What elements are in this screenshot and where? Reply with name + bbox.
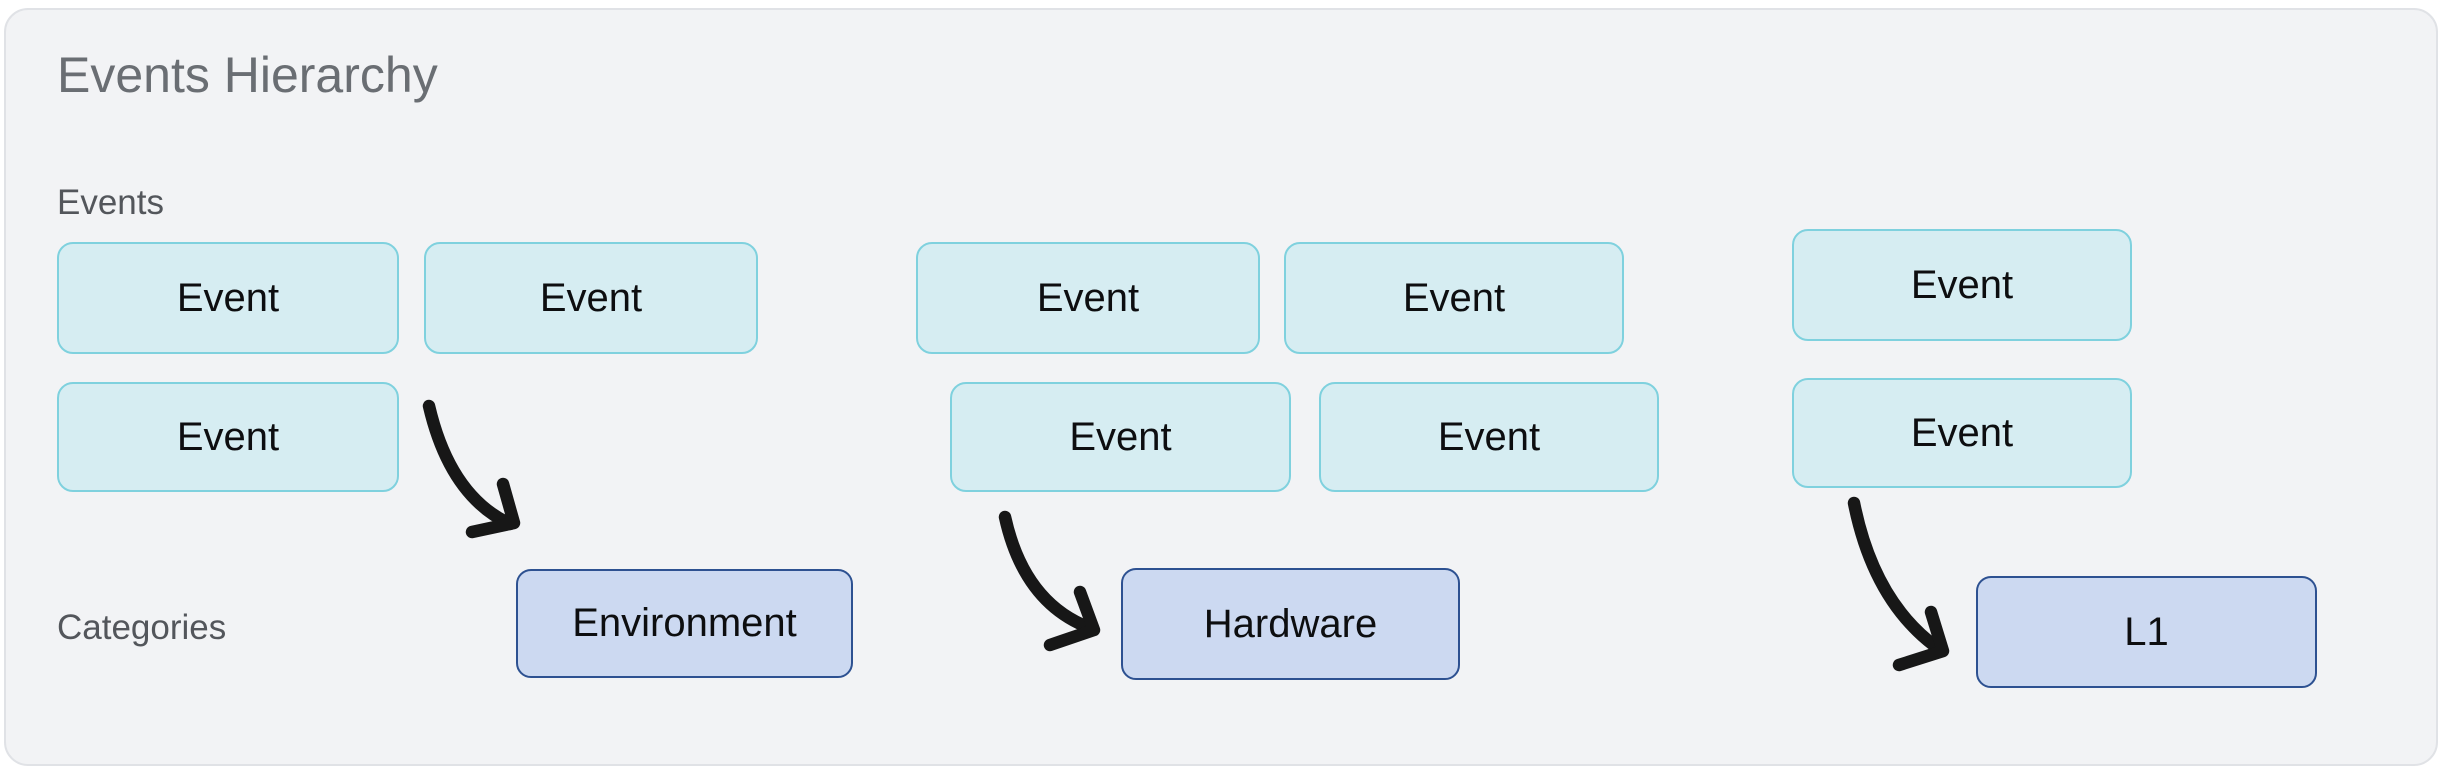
event-node: Event — [1792, 378, 2132, 488]
events-row-label: Events — [57, 183, 164, 222]
category-node-label: Hardware — [1203, 601, 1378, 646]
event-node-label: Event — [176, 414, 280, 459]
event-node-label: Event — [1910, 410, 2014, 455]
category-node-l1: L1 — [1976, 576, 2317, 688]
event-node: Event — [57, 242, 399, 354]
event-node: Event — [950, 382, 1291, 492]
event-node-label: Event — [1910, 262, 2014, 307]
category-node-environment: Environment — [516, 569, 853, 678]
event-node: Event — [424, 242, 758, 354]
categories-row-label: Categories — [57, 608, 227, 647]
event-node-label: Event — [539, 275, 643, 320]
event-node-label: Event — [1437, 414, 1541, 459]
category-node-label: Environment — [572, 601, 797, 645]
page-title: Events Hierarchy — [57, 47, 438, 103]
event-node-label: Event — [1069, 414, 1172, 459]
event-node: Event — [1792, 229, 2132, 341]
event-node: Event — [57, 382, 399, 492]
event-node: Event — [1284, 242, 1624, 354]
category-node-hardware: Hardware — [1121, 568, 1460, 680]
event-node-label: Event — [176, 275, 280, 320]
category-node-label: L1 — [2124, 609, 2169, 654]
event-node-label: Event — [1402, 275, 1506, 320]
event-node: Event — [916, 242, 1260, 354]
event-node-label: Event — [1036, 275, 1140, 320]
event-node: Event — [1319, 382, 1659, 492]
